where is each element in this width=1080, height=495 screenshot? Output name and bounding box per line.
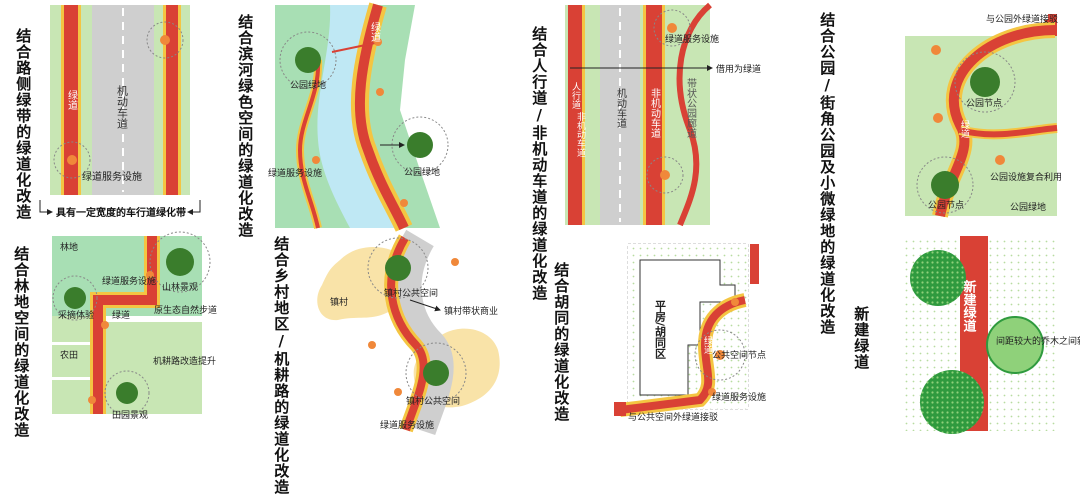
panel-park: 与公园外绿道接驳 公园节点 公园节点 绿道 公园设施复合利用 公园绿地 <box>905 13 1062 218</box>
label-greenway: 绿道 <box>369 21 381 42</box>
label-forest: 林地 <box>60 241 78 253</box>
label-bike2: 非机动车道 <box>649 88 661 138</box>
label-greenway: 绿道 <box>959 119 970 139</box>
hutong-block <box>639 259 736 396</box>
label-greenway: 绿道 <box>702 335 713 355</box>
caption-forest: 结合林地空间的绿道化改造 <box>12 246 31 438</box>
sidewalk-greenway <box>568 5 582 225</box>
tree-node-icon <box>385 255 411 281</box>
label-park: 公园绿地 <box>290 79 326 91</box>
panel-new: 新建绿道 间距较大的乔木之间新建绿道 <box>905 236 1080 434</box>
label-greenway: 绿道 <box>112 309 130 321</box>
label-service: 绿道服务设施 <box>665 33 719 45</box>
label-service: 绿道服务设施 <box>712 391 766 403</box>
label-new: 新建绿道 <box>961 279 977 333</box>
label-service: 绿道服务设施 <box>102 275 156 287</box>
label-public: 镇村公共空间 <box>384 287 438 299</box>
bike-greenway <box>646 5 662 225</box>
facility-dot-icon <box>160 35 170 45</box>
facility-dot-icon <box>67 155 77 165</box>
label-node2: 公园节点 <box>928 200 964 211</box>
greenway <box>354 3 409 231</box>
greenway <box>619 296 746 414</box>
panel-forest: 林地 山林景观 绿道服务设施 采摘体验 绿道 原生态自然步道 农田 机耕路改造提… <box>52 231 217 421</box>
label-service: 绿道服务设施 <box>380 419 434 431</box>
greenway <box>93 236 157 414</box>
tree-icon <box>986 316 1044 374</box>
tree-node-icon <box>970 67 1000 97</box>
tree-node-icon <box>423 360 449 386</box>
tree-node-icon <box>166 248 194 276</box>
label-service: 绿道服务设施 <box>82 170 142 183</box>
caption-new: 新建绿道 <box>852 306 871 370</box>
tree-icon <box>910 250 966 306</box>
label-connect: 与公园外绿道接驳 <box>986 13 1058 25</box>
diagram-canvas: 绿道 机动车道 绿道服务设施 具有一定宽度的车行道绿化带 绿道 <box>39 2 1080 436</box>
label-belt: 镇村带状商业 <box>444 305 498 317</box>
label-picking: 采摘体验 <box>58 309 94 321</box>
caption-rural: 结合乡村地区/机耕路的绿道化改造 <box>272 236 291 495</box>
label-field: 田园景观 <box>112 410 148 421</box>
tree-node-icon <box>407 132 433 158</box>
label-nature: 原生态自然步道 <box>154 304 217 316</box>
label-parkgreen: 公园绿地 <box>1010 201 1046 213</box>
caption-hutong: 结合胡同的绿道化改造 <box>552 262 571 422</box>
label-sidewalk: 人行道 <box>570 82 581 110</box>
label-node: 公共空间节点 <box>712 349 766 361</box>
greenway-right <box>166 5 178 195</box>
tree-node-icon <box>931 171 959 199</box>
label-greenway: 绿道 <box>66 89 78 110</box>
label-road-belt: 具有一定宽度的车行道绿化带 <box>55 206 186 219</box>
tree-node-icon <box>64 287 86 309</box>
label-house: 平房/胡同区 <box>654 300 667 360</box>
tree-node-icon <box>116 382 138 404</box>
label-farm: 农田 <box>60 349 78 361</box>
label-belt: 带状公园廊道 <box>685 78 697 138</box>
caption-riverside: 结合滨河绿色空间的绿道化改造 <box>236 14 255 238</box>
label-reuse: 公园设施复合利用 <box>990 171 1062 183</box>
label-node1: 公园节点 <box>966 98 1002 109</box>
label-greenway: 绿道 <box>393 347 404 367</box>
tree-icon <box>920 370 984 434</box>
river <box>317 5 398 228</box>
label-mountain: 山林景观 <box>162 281 198 293</box>
panel-rural: 镇村 镇村公共空间 镇村带状商业 镇村公共空间 绿道 绿道服务设施 <box>317 229 500 436</box>
label-borrow: 借用为绿道 <box>716 63 761 75</box>
panel-roadside: 绿道 机动车道 绿道服务设施 具有一定宽度的车行道绿化带 <box>39 5 201 219</box>
label-connect: 与公共空间外绿道接驳 <box>628 411 718 423</box>
label-trees: 间距较大的乔木之间新建绿道 <box>996 335 1080 347</box>
label-service: 绿道服务设施 <box>268 167 322 179</box>
label-motorway: 机动车道 <box>116 84 129 129</box>
label-motor: 机动车道 <box>615 87 627 128</box>
caption-roadside: 结合路侧绿带的绿道化改造 <box>14 28 33 220</box>
label-park2: 公园绿地 <box>404 166 440 178</box>
diagram-sheet: 结合路侧绿带的绿道化改造 结合滨河绿色空间的绿道化改造 结合人行道/非机动车道的… <box>12 2 1080 495</box>
label-public2: 镇村公共空间 <box>406 395 460 407</box>
panel-hutong: 平房/胡同区 绿道 公共空间节点 绿道服务设施 与公共空间外绿道接驳 <box>614 243 766 423</box>
greenway-left <box>64 5 78 195</box>
panel-riverside: 绿道 公园绿地 公园绿地 绿道服务设施 <box>268 2 449 232</box>
label-bike: 非机动车道 <box>575 111 586 158</box>
label-town: 镇村 <box>330 296 348 308</box>
label-upgrade: 机耕路改造提升 <box>153 355 216 367</box>
panel-sidewalk: 人行道 非机动车道 机动车道 非机动车道 带状公园廊道 绿道服务设施 借用为绿道 <box>565 2 761 227</box>
tree-node-icon <box>295 47 321 73</box>
